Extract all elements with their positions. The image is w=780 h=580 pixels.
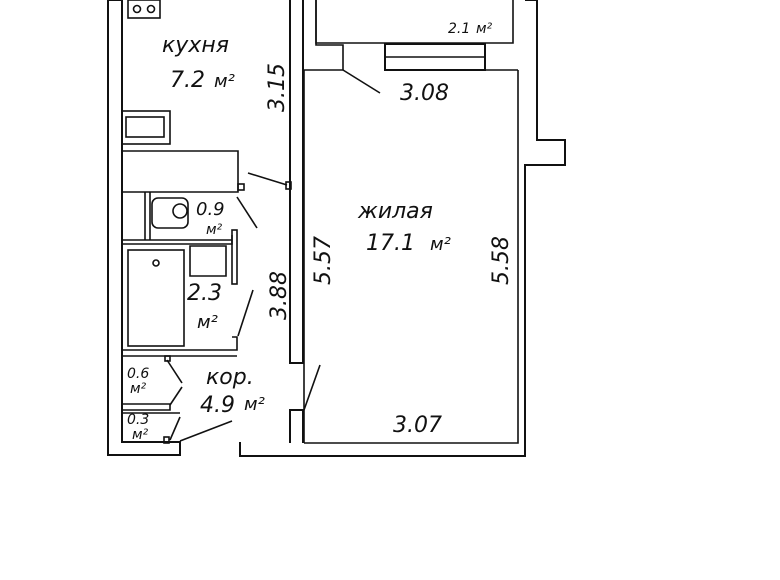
toilet-icon (151, 197, 189, 229)
sink-counter (121, 110, 171, 145)
unit: м² (476, 21, 493, 37)
outer-wall-bottom (239, 0, 566, 457)
kitchen-area: 7.2 (170, 68, 205, 93)
closet1-area: 0.6 (127, 366, 149, 382)
kitchen-length: 3.15 (265, 63, 290, 112)
unit: м² (206, 222, 223, 238)
corridor-area: 4.9 (200, 393, 235, 418)
living-area: 17.1 (366, 231, 415, 256)
outer-wall-left (107, 0, 181, 456)
stove-icon (127, 0, 161, 19)
unit: м² (130, 381, 147, 397)
door-stub (289, 409, 304, 443)
living-right-wall (304, 70, 519, 444)
bath-area: 2.3 (187, 281, 222, 306)
corridor-label: кор. (206, 365, 254, 390)
unit: м² (132, 427, 149, 443)
living-left-dim: 5.57 (311, 236, 336, 285)
unit: м² (430, 234, 451, 255)
balcony-area: 2.1 (448, 21, 470, 37)
corridor-wall-dim: 3.88 (267, 271, 292, 320)
unit: м² (197, 312, 218, 333)
bathtub-icon (127, 249, 185, 347)
closet2-area: 0.3 (127, 412, 149, 428)
unit: м² (244, 394, 265, 415)
living-right-dim: 5.58 (489, 236, 514, 285)
living-bottom-dim: 3.07 (393, 413, 442, 438)
living-label: жилая (357, 199, 433, 224)
kitchen-label: кухня (162, 33, 229, 58)
toilet-area: 0.9 (196, 199, 225, 220)
door-swing (342, 69, 381, 94)
living-top-dim: 3.08 (400, 81, 449, 106)
unit: м² (214, 71, 235, 92)
